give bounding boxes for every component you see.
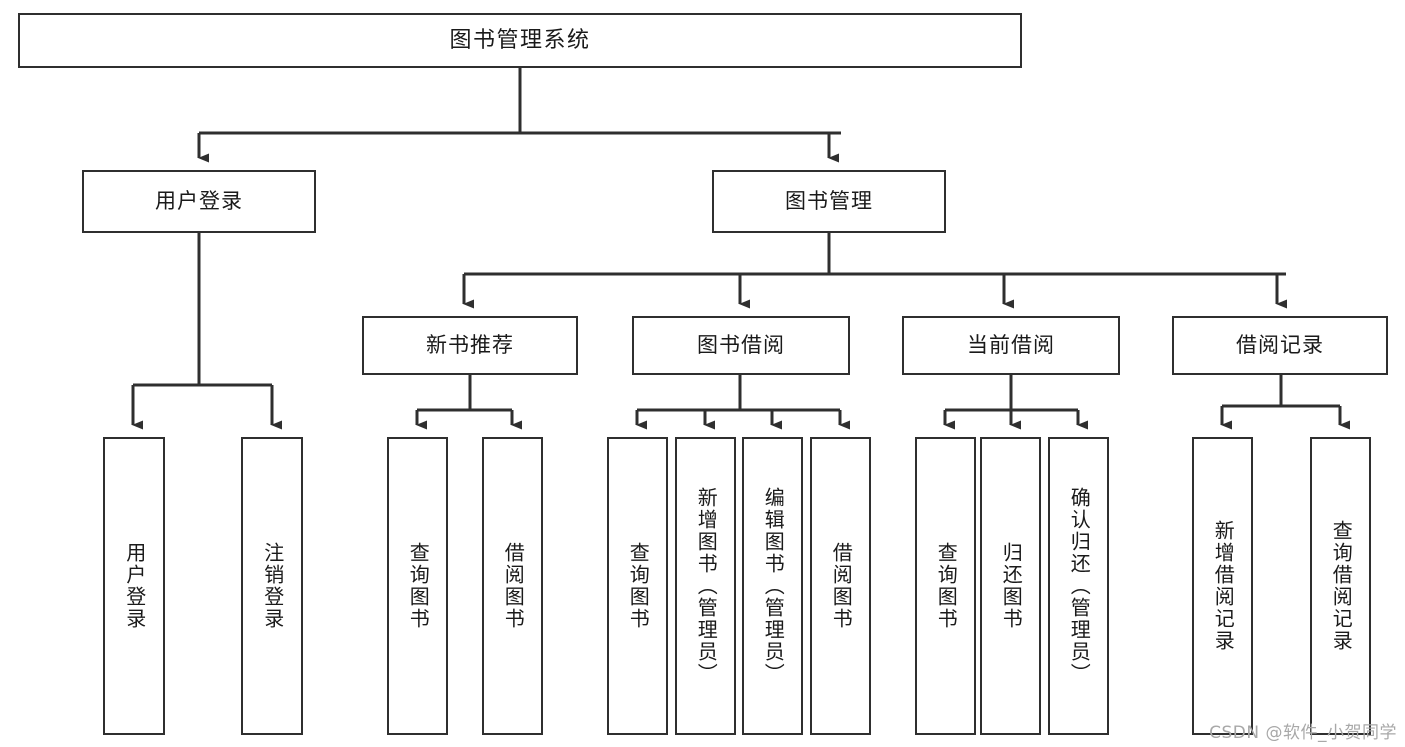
node-leaf-return-book-label: 归还图书 (999, 542, 1024, 630)
node-leaf-query-book-1[interactable]: 查询图书 (387, 437, 448, 735)
node-user-login-label: 用户登录 (155, 189, 243, 214)
node-leaf-add-record[interactable]: 新增借阅记录 (1192, 437, 1253, 735)
node-leaf-query-record-label: 查询借阅记录 (1329, 520, 1354, 652)
node-new-book-recommend[interactable]: 新书推荐 (362, 316, 578, 375)
node-leaf-borrow-book-2-label: 借阅图书 (829, 542, 854, 630)
node-leaf-query-book-1-label: 查询图书 (406, 542, 431, 630)
node-borrow-record[interactable]: 借阅记录 (1172, 316, 1388, 375)
node-leaf-query-book-2[interactable]: 查询图书 (607, 437, 668, 735)
node-leaf-confirm-return-label: 确认归还（管理员） (1067, 487, 1092, 685)
node-leaf-query-book-3[interactable]: 查询图书 (915, 437, 976, 735)
node-leaf-confirm-return[interactable]: 确认归还（管理员） (1048, 437, 1109, 735)
node-leaf-edit-book[interactable]: 编辑图书（管理员） (742, 437, 803, 735)
node-leaf-add-book-label: 新增图书（管理员） (694, 487, 719, 685)
node-book-management-label: 图书管理 (785, 189, 873, 214)
node-new-book-recommend-label: 新书推荐 (426, 333, 514, 358)
node-leaf-user-login-label: 用户登录 (122, 542, 147, 630)
node-root[interactable]: 图书管理系统 (18, 13, 1022, 68)
node-leaf-query-book-3-label: 查询图书 (934, 542, 959, 630)
node-book-management[interactable]: 图书管理 (712, 170, 946, 233)
node-leaf-query-book-2-label: 查询图书 (626, 542, 651, 630)
node-leaf-logout[interactable]: 注销登录 (241, 437, 303, 735)
node-leaf-query-record[interactable]: 查询借阅记录 (1310, 437, 1371, 735)
node-current-borrow[interactable]: 当前借阅 (902, 316, 1120, 375)
node-leaf-edit-book-label: 编辑图书（管理员） (761, 487, 786, 685)
node-leaf-borrow-book-1-label: 借阅图书 (501, 542, 526, 630)
node-book-borrow-label: 图书借阅 (697, 333, 785, 358)
node-leaf-borrow-book-2[interactable]: 借阅图书 (810, 437, 871, 735)
node-leaf-borrow-book-1[interactable]: 借阅图书 (482, 437, 543, 735)
node-root-label: 图书管理系统 (449, 27, 591, 53)
node-current-borrow-label: 当前借阅 (967, 333, 1055, 358)
node-leaf-logout-label: 注销登录 (260, 542, 285, 630)
node-leaf-user-login[interactable]: 用户登录 (103, 437, 165, 735)
node-leaf-add-book[interactable]: 新增图书（管理员） (675, 437, 736, 735)
node-leaf-return-book[interactable]: 归还图书 (980, 437, 1041, 735)
node-leaf-add-record-label: 新增借阅记录 (1211, 520, 1236, 652)
node-borrow-record-label: 借阅记录 (1236, 333, 1324, 358)
node-book-borrow[interactable]: 图书借阅 (632, 316, 850, 375)
node-user-login[interactable]: 用户登录 (82, 170, 316, 233)
